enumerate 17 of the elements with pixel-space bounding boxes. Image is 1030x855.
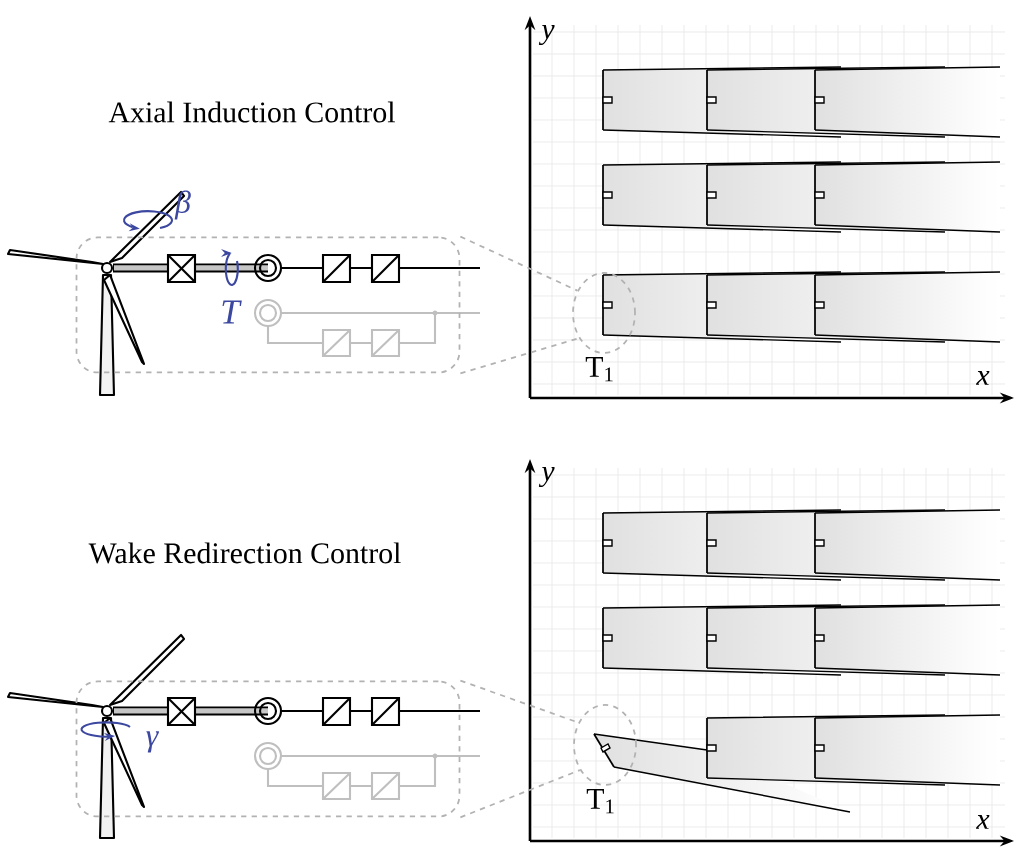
turbine-label: T$_{1}$ (585, 357, 613, 382)
leader-line (459, 235, 579, 292)
dashed-box (75, 680, 461, 818)
dashed-box (75, 236, 461, 374)
panel-title: Axial Induction Control (108, 101, 395, 123)
axis-label: y (538, 466, 555, 488)
symbol-label: T (222, 300, 242, 324)
leader-line (459, 769, 581, 819)
dashed-circle (572, 272, 636, 354)
dashed-circle (573, 704, 637, 786)
axis-label: x (976, 371, 990, 385)
panel-title: Wake Redirection Control (88, 542, 401, 564)
axis-label: y (538, 24, 555, 46)
symbol-label: γ (146, 731, 159, 753)
axis-label: x (976, 815, 990, 829)
turbine-label: T$_{1}$ (586, 789, 614, 814)
leader-line (459, 337, 580, 375)
